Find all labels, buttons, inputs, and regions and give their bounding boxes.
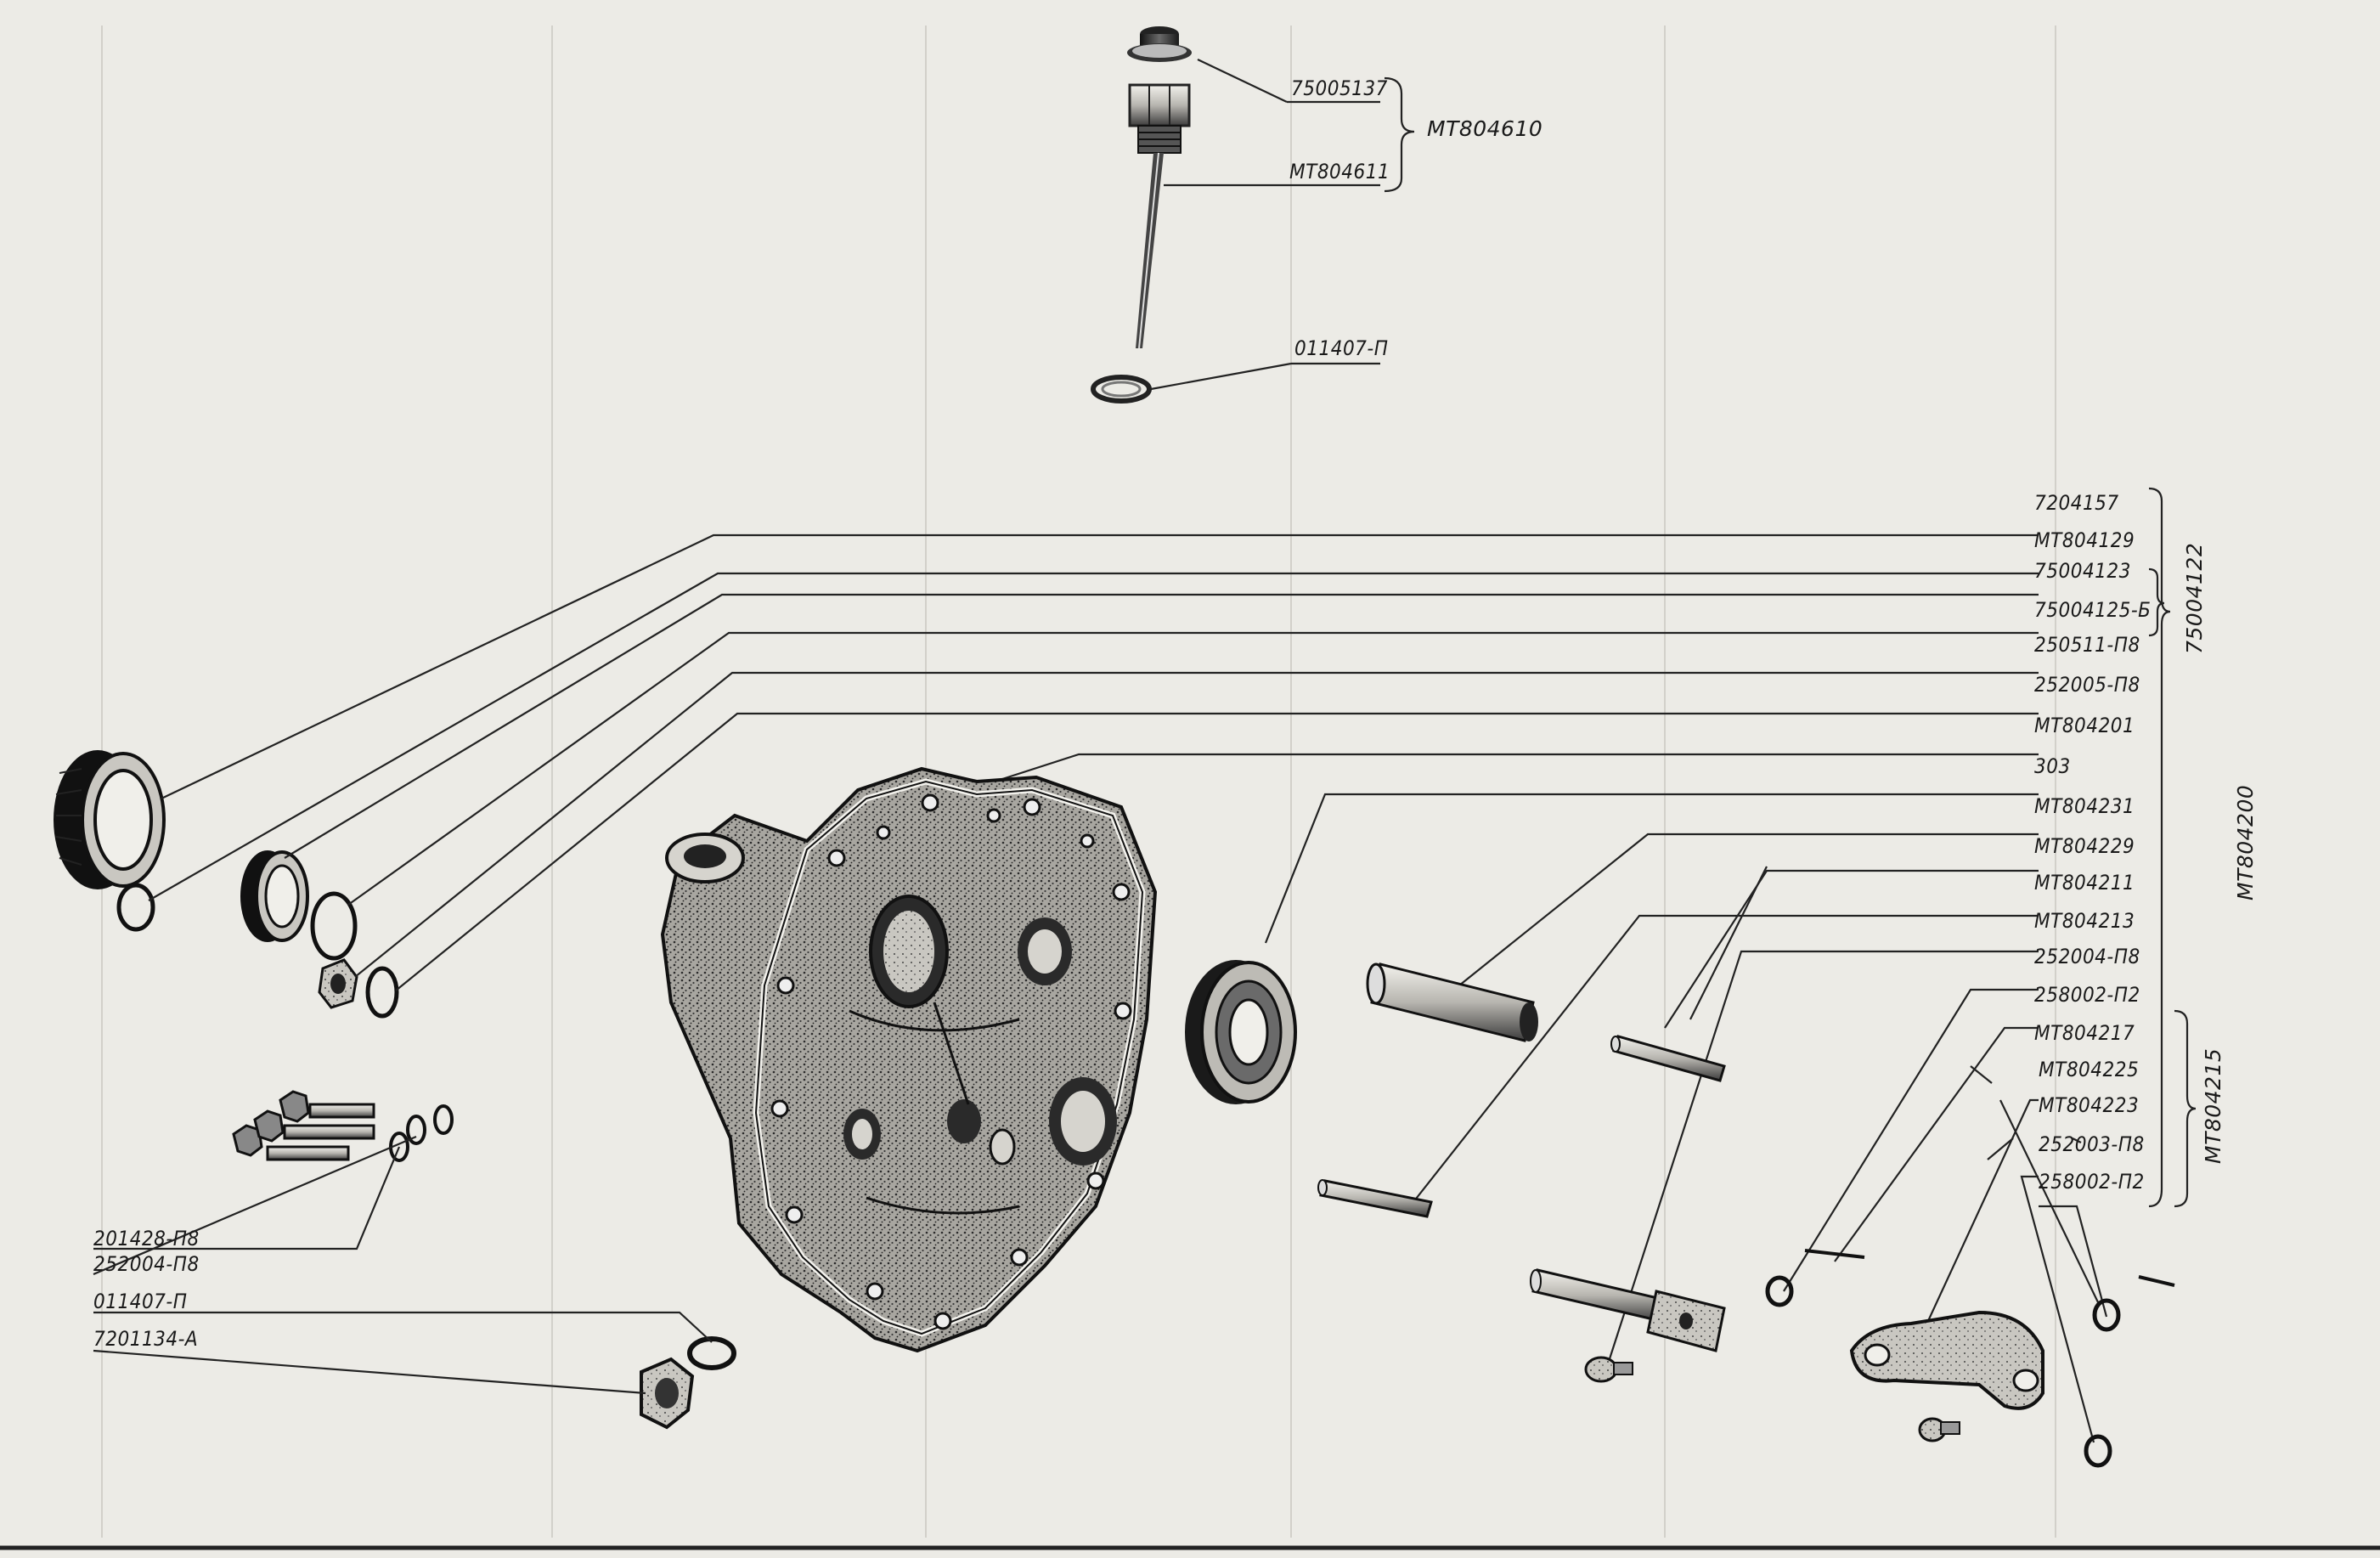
label-201428: 201428-П8 <box>93 1227 200 1250</box>
pin-mt804229-b <box>1317 1179 1433 1218</box>
shift-shaft-mt804211 <box>1530 1268 1726 1352</box>
label-mt804201: MT804201 <box>2034 714 2135 737</box>
label-mt804211: MT804211 <box>2034 871 2135 895</box>
label-mt804225: MT804225 <box>2039 1058 2140 1081</box>
background-ghost-lines <box>101 25 2056 1538</box>
label-7201134: 7201134-А <box>93 1327 199 1351</box>
label-252004-right: 252004-П8 <box>2034 945 2140 968</box>
group-label-75004122: 75004122 <box>2182 542 2207 654</box>
bolts <box>232 1090 454 1162</box>
left-seals <box>54 750 399 1019</box>
label-011407-top: 011407-П <box>1294 336 1389 360</box>
label-mt804217: MT804217 <box>2034 1021 2135 1045</box>
shaft-mt804231 <box>1366 962 1538 1042</box>
lever-mt804217 <box>1849 1310 2044 1410</box>
label-mt804229: MT804229 <box>2034 834 2135 858</box>
label-252004-left: 252004-П8 <box>93 1252 200 1276</box>
label-250511: 250511-П8 <box>2034 633 2140 657</box>
dipstick-assembly <box>1091 26 1192 404</box>
small-screw-a <box>1584 1356 1633 1383</box>
label-252003: 252003-П8 <box>2039 1132 2145 1156</box>
label-258002-a: 258002-П2 <box>2034 983 2140 1007</box>
group-label-mt804215: MT804215 <box>2201 1047 2225 1164</box>
gearbox-housing <box>660 766 1158 1353</box>
pin-mt804229-a <box>1610 1035 1726 1082</box>
label-mt804213: MT804213 <box>2034 909 2135 933</box>
right-brackets <box>2148 487 2197 1208</box>
group-label-mt804200: MT804200 <box>2233 784 2258 900</box>
label-252005: 252005-П8 <box>2034 673 2140 697</box>
leader-lines-left <box>148 533 2108 1443</box>
leader-lines-top <box>1150 59 1415 391</box>
label-75004125b: 75004125-Б <box>2034 598 2152 622</box>
group-label-mt804610: MT804610 <box>1427 116 1543 141</box>
label-75004123: 75004123 <box>2034 559 2131 583</box>
label-258002-b: 258002-П2 <box>2039 1170 2145 1194</box>
label-mt804231: MT804231 <box>2034 794 2135 818</box>
label-75005137: 75005137 <box>1291 76 1388 100</box>
label-303: 303 <box>2034 754 2071 778</box>
label-mt804129: MT804129 <box>2034 528 2135 552</box>
label-mt804223: MT804223 <box>2039 1093 2140 1117</box>
washers-right <box>1765 1275 2121 1468</box>
label-011407-left: 011407-П <box>93 1290 188 1313</box>
cotter-pins <box>1804 1249 2175 1287</box>
bearing-303 <box>1185 960 1297 1104</box>
label-7204157: 7204157 <box>2034 491 2119 515</box>
small-screw-b <box>1918 1417 1960 1442</box>
drain-plug <box>640 1336 736 1430</box>
label-mt804611: MT804611 <box>1289 160 1390 183</box>
leader-lines-lower-left <box>93 1135 713 1395</box>
